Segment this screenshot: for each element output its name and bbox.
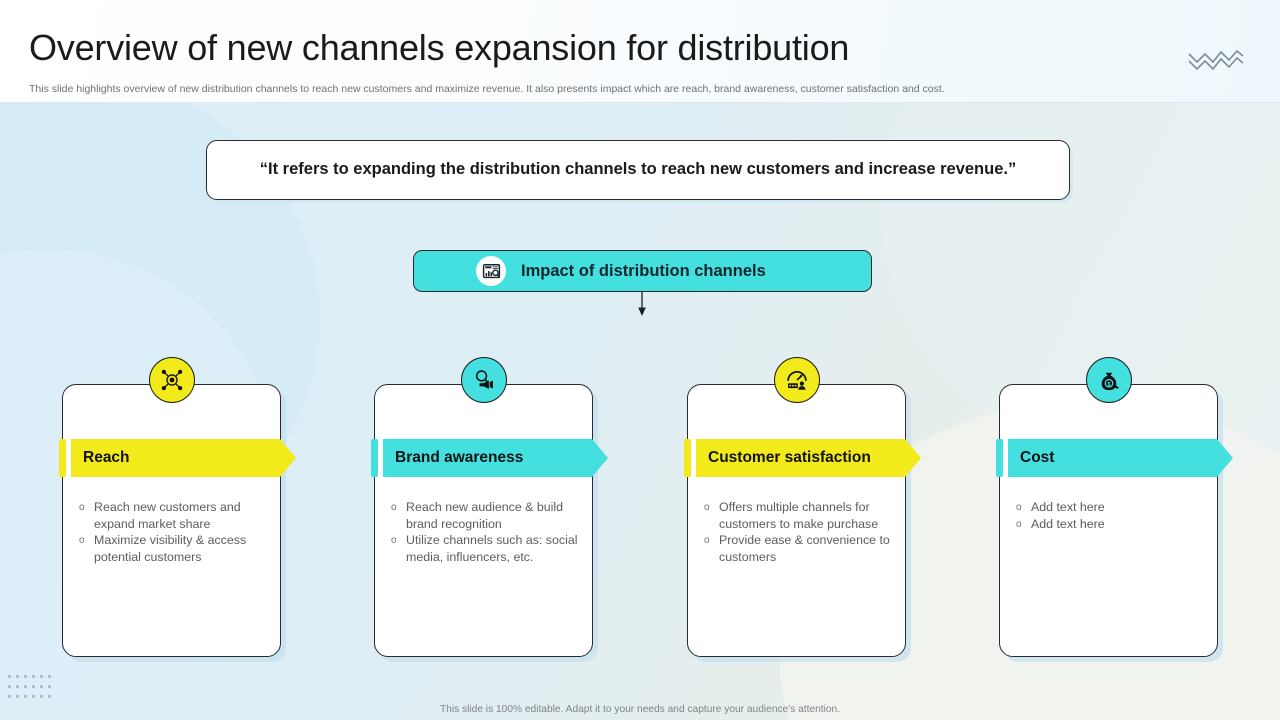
impact-card-cost[interactable]: $ Cost o Add text here o Add text here — [996, 357, 1218, 657]
down-arrow-icon — [638, 292, 646, 316]
bullet-marker: o — [1016, 502, 1022, 513]
card-band-main: Reach — [71, 439, 296, 477]
bullet-text: Reach new customers and expand market sh… — [94, 500, 241, 531]
card-title: Reach — [83, 449, 130, 466]
card-band-tab — [59, 439, 66, 477]
impact-banner-label: Impact of distribution channels — [521, 261, 766, 280]
footer-note: This slide is 100% editable. Adapt it to… — [439, 704, 841, 715]
card-bullet-list: o Add text here o Add text here — [1014, 499, 1212, 533]
card-title-band: Reach — [59, 439, 296, 477]
card-band-main: Brand awareness — [383, 439, 608, 477]
list-item: o Add text here — [1014, 499, 1212, 516]
card-band-main: Cost — [1008, 439, 1233, 477]
quote-box: “It refers to expanding the distribution… — [206, 140, 1070, 200]
bullet-marker: o — [704, 502, 710, 513]
bullet-text: Add text here — [1031, 517, 1105, 531]
card-title: Customer satisfaction — [708, 449, 871, 466]
presentation-analysis-icon — [476, 256, 506, 286]
bullet-marker: o — [391, 535, 397, 547]
bullet-text: Add text here — [1031, 500, 1105, 514]
card-bullet-list: o Offers multiple channels for customers… — [702, 499, 900, 565]
list-item: o Maximize visibility & access potential… — [77, 532, 275, 565]
card-title-band: Brand awareness — [371, 439, 608, 477]
bullet-marker: o — [79, 535, 85, 547]
quote-text: “It refers to expanding the distribution… — [259, 160, 1017, 179]
bullet-text: Utilize channels such as: social media, … — [406, 533, 578, 564]
page-subtitle: This slide highlights overview of new di… — [29, 83, 945, 95]
svg-text:$: $ — [1107, 382, 1111, 388]
card-title: Brand awareness — [395, 449, 524, 466]
card-band-tab — [371, 439, 378, 477]
impact-card-reach[interactable]: Reach o Reach new customers and expand m… — [59, 357, 281, 657]
impact-card-customer-satisfaction[interactable]: Customer satisfaction o Offers multiple … — [684, 357, 906, 657]
bullet-marker: o — [79, 502, 85, 513]
bullet-text: Reach new audience & build brand recogni… — [406, 500, 564, 531]
card-bullet-list: o Reach new customers and expand market … — [77, 499, 275, 565]
list-item: o Add text here — [1014, 516, 1212, 533]
bullet-marker: o — [1016, 519, 1022, 530]
bullet-text: Maximize visibility & access potential c… — [94, 533, 247, 564]
bullet-marker: o — [704, 535, 710, 547]
page-title: Overview of new channels expansion for d… — [29, 27, 850, 68]
slide-header: Overview of new channels expansion for d… — [0, 0, 1280, 103]
card-band-tab — [996, 439, 1003, 477]
wave-lines-icon — [1188, 49, 1244, 70]
bullet-marker: o — [391, 502, 397, 513]
list-item: o Provide ease & convenience to customer… — [702, 532, 900, 565]
impact-banner[interactable]: Impact of distribution channels — [413, 250, 872, 292]
satisfaction-gauge-icon — [773, 357, 820, 403]
card-band-tab — [684, 439, 691, 477]
money-bag-icon: $ — [1085, 357, 1132, 403]
card-title: Cost — [1020, 449, 1055, 466]
card-title-band: Cost — [996, 439, 1233, 477]
bullet-text: Offers multiple channels for customers t… — [719, 500, 879, 531]
card-band-main: Customer satisfaction — [696, 439, 921, 477]
list-item: o Reach new customers and expand market … — [77, 499, 275, 532]
impact-card-brand-awareness[interactable]: Brand awareness o Reach new audience & b… — [371, 357, 593, 657]
dot-grid-decoration — [8, 672, 56, 702]
card-bullet-list: o Reach new audience & build brand recog… — [389, 499, 587, 565]
bullet-text: Provide ease & convenience to customers — [719, 533, 890, 564]
network-hub-icon — [148, 357, 195, 403]
card-title-band: Customer satisfaction — [684, 439, 921, 477]
list-item: o Offers multiple channels for customers… — [702, 499, 900, 532]
list-item: o Utilize channels such as: social media… — [389, 532, 587, 565]
list-item: o Reach new audience & build brand recog… — [389, 499, 587, 532]
megaphone-search-icon — [460, 357, 507, 403]
